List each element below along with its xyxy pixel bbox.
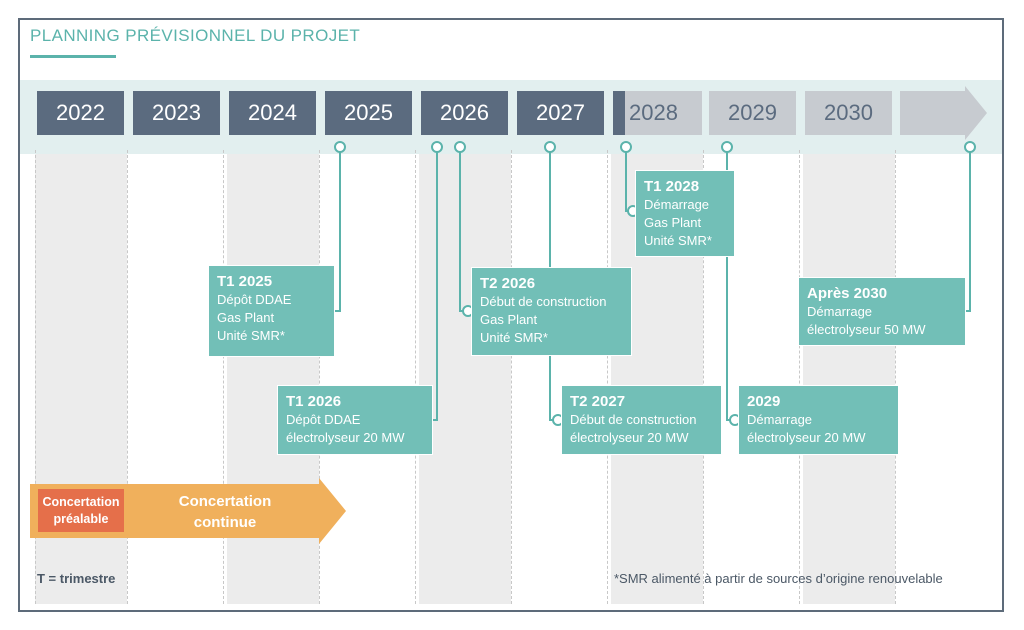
milestone-title: 2029	[747, 393, 781, 410]
milestone-marker	[544, 141, 556, 153]
milestone-card-apres-2030: Après 2030 Démarrage électrolyseur 50 MW	[798, 277, 966, 346]
separator	[223, 150, 224, 604]
milestone-line: Gas Plant	[480, 312, 538, 327]
milestone-line: Gas Plant	[644, 215, 702, 230]
milestone-marker	[620, 141, 632, 153]
milestone-line: électrolyseur 20 MW	[570, 430, 689, 445]
year-2028: 2028	[625, 91, 702, 135]
milestone-title: T1 2028	[644, 178, 700, 195]
milestone-marker	[431, 141, 443, 153]
milestone-card-t1-2025: T1 2025 Dépôt DDAE Gas Plant Unité SMR*	[208, 265, 335, 357]
footnote-smr: *SMR alimenté à partir de sources d’orig…	[614, 571, 943, 586]
connector-2029	[726, 151, 728, 171]
connector-t2-2027	[549, 151, 551, 268]
milestone-line: Démarrage	[807, 304, 873, 319]
milestone-line: électrolyseur 20 MW	[747, 430, 866, 445]
milestone-line: Unité SMR*	[480, 330, 548, 345]
separator	[35, 150, 36, 604]
milestone-line: Début de construction	[570, 412, 697, 427]
connector-t2-2027	[549, 354, 551, 421]
connector-apres-2030	[965, 310, 971, 312]
column-2030	[803, 154, 895, 604]
year-2030: 2030	[805, 91, 892, 135]
connector-t1-2028	[625, 151, 627, 212]
milestone-card-t1-2028: T1 2028 Démarrage Gas Plant Unité SMR*	[635, 170, 735, 257]
separator	[607, 150, 608, 604]
timeline-arrow-icon	[900, 86, 987, 140]
milestone-line: Démarrage	[747, 412, 813, 427]
year-2029: 2029	[709, 91, 796, 135]
milestone-line: Démarrage	[644, 197, 710, 212]
milestone-marker	[721, 141, 733, 153]
concertation-prealable-line: Concertation	[42, 494, 120, 509]
milestone-card-t2-2027: T2 2027 Début de construction électrolys…	[561, 385, 722, 455]
connector-t1-2025	[339, 151, 341, 312]
connector-t2-2026	[459, 151, 461, 312]
year-2024: 2024	[229, 91, 316, 135]
year-2028-progress	[613, 91, 625, 135]
connector-t1-2025	[333, 310, 341, 312]
connector-2029	[726, 256, 728, 421]
milestone-line: Unité SMR*	[217, 328, 285, 343]
milestone-marker	[454, 141, 466, 153]
connector-apres-2030	[969, 151, 971, 312]
connector-t1-2026	[436, 151, 438, 421]
milestone-marker	[334, 141, 346, 153]
separator	[127, 150, 128, 604]
concertation-continue-line: Concertation	[178, 493, 272, 510]
milestone-title: T2 2026	[480, 275, 536, 292]
separator	[319, 150, 320, 604]
milestone-line: électrolyseur 20 MW	[286, 430, 405, 445]
concertation-continue-label: Concertation continue	[150, 491, 300, 533]
separator	[415, 150, 416, 604]
diagram-title: PLANNING PRÉVISIONNEL DU PROJET	[30, 26, 361, 45]
concertation-prealable-line: préalable	[53, 511, 109, 526]
concertation-prealable-label: Concertation préalable	[38, 489, 124, 532]
connector-t1-2026	[430, 419, 438, 421]
year-2026: 2026	[421, 91, 508, 135]
milestone-title: Après 2030	[807, 285, 888, 302]
separator	[799, 150, 800, 604]
milestone-card-2029: 2029 Démarrage électrolyseur 20 MW	[738, 385, 899, 455]
year-2023: 2023	[133, 91, 220, 135]
separator	[511, 150, 512, 604]
milestone-title: T2 2027	[570, 393, 626, 410]
separator	[895, 150, 896, 604]
year-2025: 2025	[325, 91, 412, 135]
milestone-title: T1 2025	[217, 273, 273, 290]
milestone-line: électrolyseur 50 MW	[807, 322, 926, 337]
legend-trimestre: T = trimestre	[37, 571, 116, 586]
milestone-line: Dépôt DDAE	[286, 412, 361, 427]
title-underline	[30, 55, 116, 58]
milestone-title: T1 2026	[286, 393, 342, 410]
year-2027: 2027	[517, 91, 604, 135]
separator	[703, 150, 704, 604]
milestone-line: Début de construction	[480, 294, 607, 309]
milestone-marker	[964, 141, 976, 153]
year-2022: 2022	[37, 91, 124, 135]
milestone-line: Unité SMR*	[644, 233, 712, 248]
milestone-card-t2-2026: T2 2026 Début de construction Gas Plant …	[471, 267, 632, 356]
milestone-card-t1-2026: T1 2026 Dépôt DDAE électrolyseur 20 MW	[277, 385, 433, 455]
milestone-line: Dépôt DDAE	[217, 292, 292, 307]
concertation-continue-line: continue	[193, 514, 257, 531]
column-2026	[419, 154, 511, 604]
milestone-line: Gas Plant	[217, 310, 275, 325]
